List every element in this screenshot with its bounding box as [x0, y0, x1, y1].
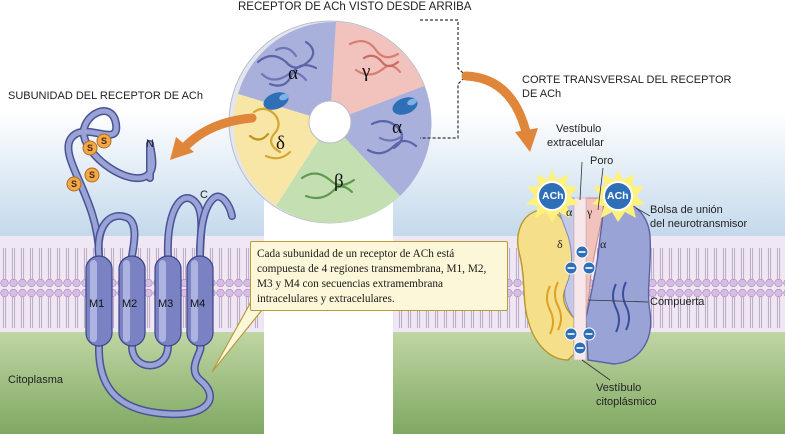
label-c-terminus: C	[200, 189, 208, 201]
cs-label-alpha-right: α	[600, 237, 607, 251]
disulfide-markers	[66, 133, 112, 192]
receptor-ring-diagram	[228, 20, 432, 224]
cs-label-delta: δ	[557, 237, 563, 251]
label-cytoplasm: Citoplasma	[8, 374, 64, 386]
label-s-1: S	[87, 143, 94, 153]
helices	[85, 255, 214, 347]
subunit-chain	[64, 107, 236, 419]
cs-alpha-right	[585, 197, 652, 365]
label-s-4: S	[89, 170, 96, 180]
ring-label-alpha-right: α	[392, 117, 402, 138]
title-right-line1: CORTE TRANSVERSAL DEL RECEPTOR	[522, 74, 732, 86]
ring-label-delta: δ	[276, 133, 285, 154]
arrow-to-left	[170, 113, 257, 160]
helix-label-m2: M2	[122, 298, 138, 310]
helix-label-m3: M3	[158, 298, 174, 310]
arrow-to-right	[461, 71, 538, 152]
label-ach-left: ACh	[542, 190, 564, 202]
ring-label-alpha-top: α	[288, 63, 298, 84]
label-binding-2: del neurotransmisor	[650, 218, 748, 230]
label-n-terminus: N	[146, 138, 154, 150]
label-s-2: S	[101, 136, 108, 146]
label-vestibule-cyt-2: citoplásmico	[596, 396, 657, 408]
helix-m1	[85, 255, 113, 347]
ring-label-gamma: γ	[362, 61, 371, 82]
label-gate: Compuerta	[650, 296, 705, 308]
ach-starburst-right	[592, 170, 645, 222]
helix-label-m4: M4	[190, 298, 206, 310]
ring-label-beta: β	[334, 171, 344, 192]
label-vestibule-cyt-1: Vestíbulo	[596, 382, 642, 394]
label-vestibule-ext-2: extracelular	[547, 137, 604, 149]
label-s-3: S	[71, 179, 78, 189]
ach-starburst-left	[526, 170, 579, 222]
helix-m4	[186, 255, 214, 347]
title-left: SUBUNIDAD DEL RECEPTOR DE ACh	[8, 90, 203, 102]
title-right-line2: DE ACh	[522, 88, 562, 100]
ring-delta	[233, 94, 330, 206]
title-top: RECEPTOR DE ACh VISTO DESDE ARRIBA	[238, 1, 472, 13]
callout-box: Cada subunidad de un receptor de ACh est…	[250, 241, 508, 311]
label-pore: Poro	[590, 155, 614, 167]
cs-label-gamma: γ	[587, 205, 593, 219]
helix-m3	[154, 255, 182, 347]
left-extracellular	[0, 110, 264, 236]
cs-label-alpha-left: α	[566, 205, 573, 219]
label-binding-1: Bolsa de unión	[650, 204, 723, 216]
helix-m2	[118, 255, 146, 347]
channel-cross-section	[517, 197, 652, 365]
label-vestibule-ext-1: Vestíbulo	[556, 123, 602, 135]
label-ach-right: ACh	[607, 190, 629, 202]
ring-beta	[276, 122, 400, 223]
helix-label-m1: M1	[89, 298, 105, 310]
